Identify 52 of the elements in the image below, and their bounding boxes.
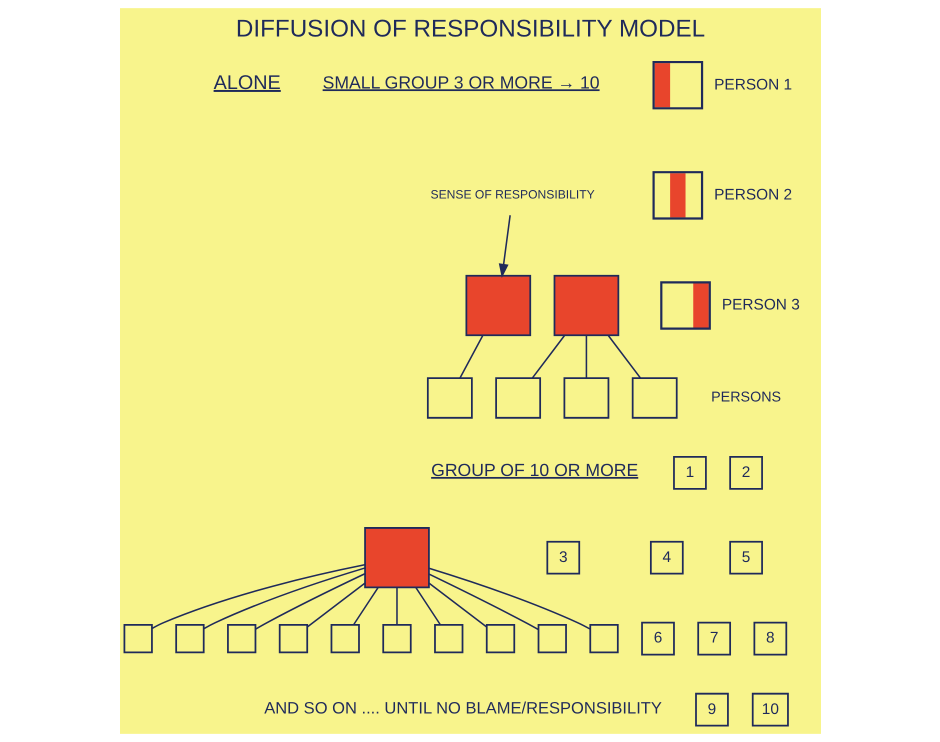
node-box: 10 [751,692,788,726]
node-label: PERSON 2 [714,186,792,204]
node-box [364,527,430,588]
node-box [434,624,463,654]
node-box [382,624,412,654]
node-box: 1 [672,456,706,490]
connector [306,582,365,628]
node-box: 3 [546,540,580,575]
node-box: 5 [728,540,762,575]
node-label: PERSON 1 [714,76,792,94]
node-box [330,624,360,654]
connector [428,568,590,630]
node-box [494,377,541,419]
node-box: 2 [728,456,762,490]
node-box [553,274,619,336]
connector [414,587,440,625]
connector [458,335,483,378]
node-label: PERSON 3 [721,296,800,314]
diagram-title: DIFFUSION OF RESPONSIBILITY MODEL [235,15,705,42]
connector [607,335,640,378]
node-box [226,624,256,654]
node-box: 7 [696,622,731,656]
node-box [563,377,609,419]
node-box: 8 [753,622,787,656]
label: PERSONS [710,390,781,406]
connector [428,582,486,628]
node-box: 6 [640,622,674,656]
connector [396,588,398,624]
node-box: 4 [649,540,684,575]
node-box [485,624,515,654]
connector [203,567,364,630]
node-box [426,377,472,419]
node-box [631,377,678,419]
connector [151,564,364,630]
node-box [537,624,566,654]
label: ALONE [213,72,280,94]
node-text: SENSE OF RESPONSIBILITY [430,187,594,202]
connector [531,335,565,378]
label: SMALL GROUP 3 OR MORE → 10 [322,72,600,92]
node-box [278,624,308,654]
node-box [465,274,531,336]
label: AND SO ON .... UNTIL NO BLAME/RESPONSIBILITY [264,698,662,718]
node-box: 9 [694,692,728,726]
connector [254,573,364,630]
arrow [498,215,510,278]
label: GROUP OF 10 OR MORE [430,460,638,480]
node-box [174,624,204,654]
connector [352,587,378,625]
node-box [123,624,152,654]
connector [585,336,587,378]
node-box [588,624,618,654]
connector [428,573,538,630]
